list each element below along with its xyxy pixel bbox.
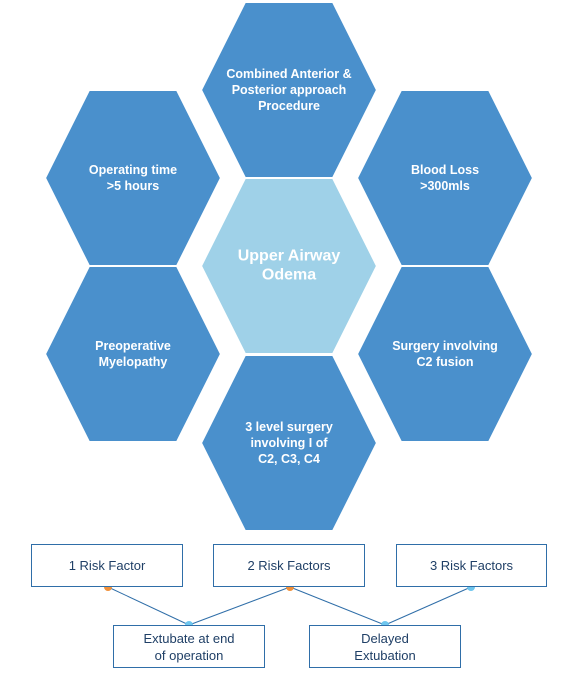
outcome-box-delayed-label: Delayed Extubation — [354, 630, 415, 664]
hexagon-center-shape — [199, 177, 379, 355]
hexagon-lower-left-shape — [43, 265, 223, 443]
hexagon-bottom-line-1: 3 level surgery — [245, 420, 333, 434]
connector-line-2 — [188, 586, 291, 626]
hexagon-upper-right-line-1: Blood Loss — [411, 163, 479, 177]
hexagon-top-line-3: Procedure — [258, 99, 320, 113]
risk-box-2: 2 Risk Factors — [213, 544, 365, 587]
risk-box-1-label: 1 Risk Factor — [68, 558, 146, 573]
hexagon-upper-left-line-2: >5 hours — [107, 179, 159, 193]
hexagon-bottom: 3 level surgery involving I of C2, C3, C4 — [199, 354, 379, 532]
hexagon-lower-left-line-2: Myelopathy — [99, 355, 168, 369]
hexagon-upper-right-shape — [355, 89, 535, 267]
outcome-box-delayed: Delayed Extubation — [309, 625, 461, 668]
hexagon-bottom-line-3: C2, C3, C4 — [258, 452, 320, 466]
hexagon-layer: Combined Anterior & Posterior approachPro… — [43, 1, 535, 532]
risk-box-2-label: 2 Risk Factors — [247, 558, 331, 573]
hexagon-lower-right-line-1: Surgery involving — [392, 339, 498, 353]
outcome-box-extubate-label: Extubate at end of operation — [143, 630, 234, 664]
risk-box-3: 3 Risk Factors — [396, 544, 547, 587]
hexagon-top: Combined Anterior & Posterior approachPro… — [199, 1, 379, 179]
hexagon-top-line-2: Posterior approach — [232, 83, 347, 97]
hexagon-upper-left-line-1: Operating time — [89, 163, 177, 177]
hexagon-upper-left-shape — [43, 89, 223, 267]
hexagon-center-line-2: Odema — [262, 267, 316, 284]
hexagon-bottom-line-2: involving I of — [250, 436, 328, 450]
hexagon-upper-right: Blood Loss >300mls — [355, 89, 535, 267]
risk-box-3-label: 3 Risk Factors — [429, 558, 514, 573]
dot-layer — [104, 583, 475, 629]
outcome-extubate-line-1: Extubate at end — [143, 630, 235, 646]
outcome-box-extubate: Extubate at end of operation — [113, 625, 265, 668]
hexagon-top-line-1: Combined Anterior & — [226, 67, 351, 81]
hexagon-lower-right: Surgery involving C2 fusion — [355, 265, 535, 443]
connector-line-1 — [107, 586, 190, 626]
hexagon-lower-right-shape — [355, 265, 535, 443]
connector-line-4 — [384, 586, 472, 626]
hexagon-lower-right-line-2: C2 fusion — [417, 355, 474, 369]
outcome-extubate-line-2: of operation — [154, 647, 224, 663]
hexagon-center-line-1: Upper Airway — [238, 248, 341, 265]
connector-line-3 — [289, 586, 386, 626]
hexagon-lower-left-line-1: Preoperative — [95, 339, 171, 353]
outcome-delayed-line-2: Extubation — [354, 647, 416, 663]
outcome-delayed-line-1: Delayed — [361, 630, 409, 646]
risk-box-1: 1 Risk Factor — [31, 544, 183, 587]
hexagon-upper-right-line-2: >300mls — [420, 179, 470, 193]
connector-layer — [107, 586, 472, 626]
hexagon-upper-left: Operating time >5 hours — [43, 89, 223, 267]
